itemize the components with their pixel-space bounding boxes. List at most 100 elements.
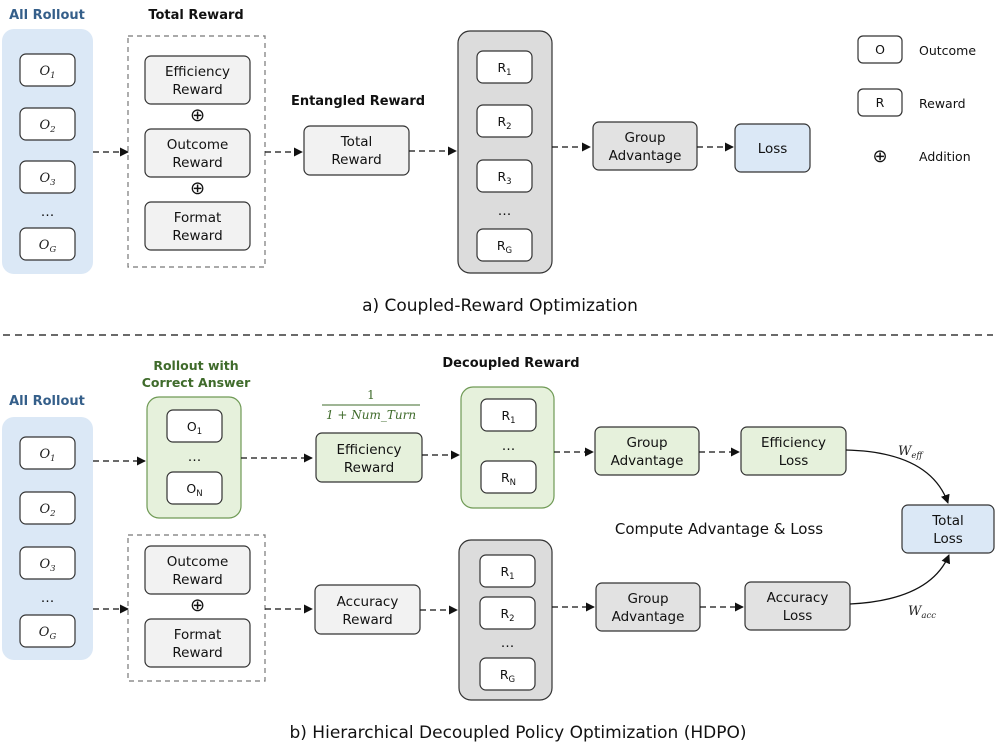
legend-outcome: O Outcome bbox=[857, 35, 976, 64]
svg-text:Total: Total bbox=[931, 513, 964, 529]
svg-text:Total: Total bbox=[340, 134, 373, 150]
svg-text:O3: O3 bbox=[39, 171, 55, 188]
fraction-numerator: 1 bbox=[367, 388, 375, 402]
svg-text:Loss: Loss bbox=[758, 141, 788, 157]
svg-text:RG: RG bbox=[500, 667, 515, 685]
top-outcome-box: OG bbox=[19, 227, 76, 261]
legend-reward: R Reward bbox=[857, 88, 966, 117]
w-eff-label: Weff bbox=[898, 444, 924, 461]
svg-text:Addition: Addition bbox=[919, 149, 971, 164]
svg-text:Format: Format bbox=[174, 210, 222, 226]
top-reward-box: R3 bbox=[476, 159, 533, 193]
svg-text:R1: R1 bbox=[497, 60, 511, 78]
svg-text:Reward: Reward bbox=[331, 152, 381, 168]
top-reward-box: RG bbox=[476, 228, 533, 262]
accuracy-reward-item: R2 bbox=[479, 596, 536, 630]
svg-text:Group: Group bbox=[626, 435, 667, 451]
bottom-outcome-box: O2 bbox=[19, 491, 76, 525]
accuracy-group-advantage-box: Group Advantage bbox=[595, 582, 701, 632]
svg-text:Group: Group bbox=[624, 130, 665, 146]
correct-rollout-title: Correct Answer bbox=[142, 375, 251, 390]
svg-text:O3: O3 bbox=[39, 557, 55, 574]
bottom-outcome-box: O1 bbox=[19, 436, 76, 470]
top-reward-panel bbox=[457, 30, 553, 274]
bottom-outcome-reward-box: Outcome Reward bbox=[144, 545, 251, 595]
svg-text:Advantage: Advantage bbox=[612, 609, 685, 625]
outcome-reward-box: Outcome Reward bbox=[144, 128, 251, 178]
accuracy-reward-item: RG bbox=[479, 657, 536, 691]
svg-text:RG: RG bbox=[497, 238, 512, 256]
top-all-rollout-title: All Rollout bbox=[9, 8, 85, 23]
top-all-rollout-panel bbox=[2, 29, 93, 274]
svg-text:RN: RN bbox=[501, 470, 516, 488]
w-acc-label: Wacc bbox=[908, 604, 936, 621]
svg-text:Efficiency: Efficiency bbox=[336, 442, 401, 458]
fraction-denominator: 1 + Num_Turn bbox=[326, 408, 416, 422]
correct-rollout-title: Rollout with bbox=[153, 358, 238, 373]
svg-text:R2: R2 bbox=[500, 606, 514, 624]
svg-text:Reward: Reward bbox=[342, 612, 392, 628]
top-outcome-ellipsis: … bbox=[41, 204, 55, 220]
svg-text:Accuracy: Accuracy bbox=[767, 590, 829, 606]
efficiency-loss-box: Efficiency Loss bbox=[740, 426, 847, 476]
bottom-efficiency-reward-box: Efficiency Reward bbox=[315, 432, 423, 483]
top-reward-ellipsis: … bbox=[498, 203, 512, 219]
svg-text:Efficiency: Efficiency bbox=[761, 435, 826, 451]
svg-text:O: O bbox=[875, 42, 885, 57]
top-outcome-box: O1 bbox=[19, 53, 76, 87]
caption-b: b) Hierarchical Decoupled Policy Optimiz… bbox=[289, 723, 746, 743]
compute-label: Compute Advantage & Loss bbox=[615, 520, 823, 538]
bottom-all-rollout-title: All Rollout bbox=[9, 394, 85, 409]
total-loss-box: Total Loss bbox=[901, 504, 995, 554]
svg-text:Reward: Reward bbox=[172, 228, 222, 244]
svg-text:Efficiency: Efficiency bbox=[165, 64, 230, 80]
caption-a: a) Coupled-Reward Optimization bbox=[362, 296, 638, 316]
svg-text:Reward: Reward bbox=[172, 155, 222, 171]
svg-text:Reward: Reward bbox=[172, 572, 222, 588]
svg-text:R3: R3 bbox=[497, 169, 511, 187]
accuracy-reward-item: R1 bbox=[479, 554, 536, 588]
svg-text:Reward: Reward bbox=[172, 82, 222, 98]
svg-text:Advantage: Advantage bbox=[611, 453, 684, 469]
efficiency-reward-item: RN bbox=[480, 460, 537, 494]
svg-text:Reward: Reward bbox=[344, 460, 394, 476]
bottom-outcome-ellipsis: … bbox=[41, 590, 55, 606]
svg-text:⊕: ⊕ bbox=[872, 146, 887, 167]
svg-text:R2: R2 bbox=[497, 114, 511, 132]
correct-outcome-box: O1 bbox=[166, 409, 223, 443]
bottom-all-rollout-panel bbox=[2, 417, 93, 660]
legend-addition: ⊕ Addition bbox=[872, 146, 970, 167]
bottom-reward-group bbox=[127, 534, 266, 682]
efficiency-group-advantage-box: Group Advantage bbox=[594, 426, 700, 476]
top-reward-box: R2 bbox=[476, 104, 533, 138]
svg-text:Reward: Reward bbox=[172, 645, 222, 661]
svg-text:R1: R1 bbox=[501, 408, 515, 426]
acc-to-total-arrow bbox=[849, 554, 950, 605]
correct-outcome-ellipsis: … bbox=[188, 449, 202, 465]
svg-text:O1: O1 bbox=[187, 419, 202, 437]
svg-text:Loss: Loss bbox=[933, 531, 963, 547]
bottom-outcome-box: O3 bbox=[19, 546, 76, 580]
svg-text:Format: Format bbox=[174, 627, 222, 643]
svg-text:O1: O1 bbox=[39, 64, 55, 81]
top-reward-box: R1 bbox=[476, 50, 533, 84]
svg-text:Loss: Loss bbox=[783, 608, 813, 624]
accuracy-reward-box: Accuracy Reward bbox=[314, 584, 421, 635]
top-outcome-box: O3 bbox=[19, 160, 76, 194]
svg-text:Outcome: Outcome bbox=[919, 43, 976, 58]
efficiency-reward-ellipsis: … bbox=[502, 438, 516, 454]
svg-text:ON: ON bbox=[186, 481, 202, 499]
plus-icon: ⊕ bbox=[190, 105, 205, 126]
correct-outcome-box: ON bbox=[166, 471, 223, 505]
total-reward-box: Total Reward bbox=[303, 125, 410, 176]
top-group-advantage-box: Group Advantage bbox=[592, 121, 698, 171]
efficiency-reward-box: Efficiency Reward bbox=[144, 55, 251, 105]
decoupled-reward-title: Decoupled Reward bbox=[442, 356, 579, 371]
entangled-reward-title: Entangled Reward bbox=[291, 94, 425, 109]
svg-text:Advantage: Advantage bbox=[609, 148, 682, 164]
plus-icon: ⊕ bbox=[190, 595, 205, 616]
svg-text:R1: R1 bbox=[500, 564, 514, 582]
svg-text:Outcome: Outcome bbox=[167, 554, 229, 570]
svg-text:Loss: Loss bbox=[779, 453, 809, 469]
